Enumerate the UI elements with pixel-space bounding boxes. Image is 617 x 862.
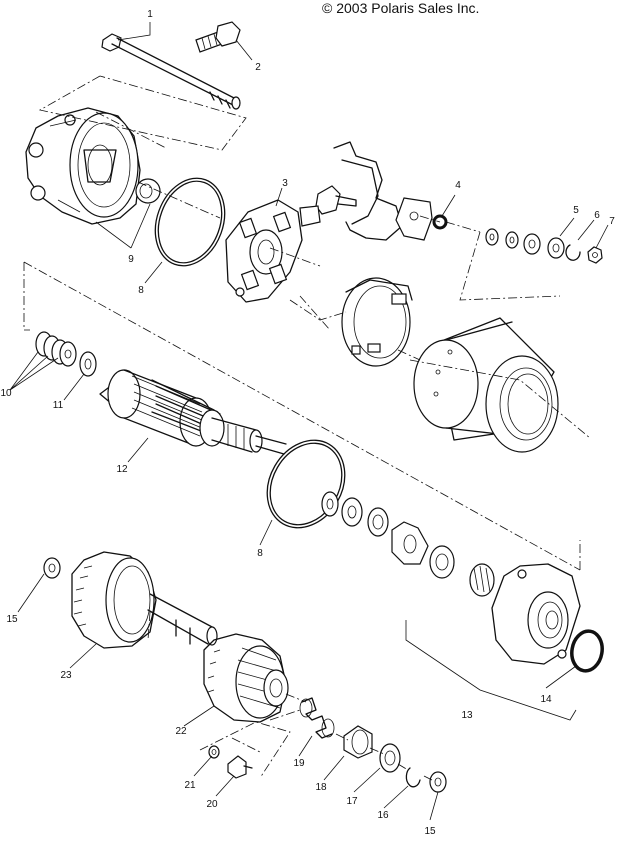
o-ring-14-part (570, 629, 604, 673)
o-ring-lower-part (266, 439, 346, 529)
callout-18: 18 (315, 782, 327, 793)
yoke-frame-part (413, 317, 559, 453)
callout-5: 5 (573, 205, 579, 216)
callout-1: 1 (147, 9, 153, 20)
leader-lines (9, 22, 609, 821)
drive-end-housing-part (491, 563, 581, 665)
brush-ring-part (341, 277, 413, 367)
pinion-clutch-part (203, 633, 289, 723)
callout-16: 16 (377, 810, 389, 821)
callout-10: 10 (0, 388, 12, 399)
callout-8-lower: 8 (257, 548, 263, 559)
callout-3: 3 (282, 178, 288, 189)
callout-9: 9 (128, 254, 134, 265)
callout-6: 6 (594, 210, 600, 221)
washer-nut-set-part (485, 228, 603, 264)
callout-8-upper: 8 (138, 285, 144, 296)
terminal-insulator-part (35, 331, 77, 367)
callout-13: 13 (461, 710, 473, 721)
washer-15-left-part (43, 557, 61, 579)
brush-holder-part (299, 141, 433, 241)
gear-shaft-part (71, 551, 218, 649)
brush-plate-part (225, 199, 303, 303)
short-bolt-part (195, 21, 241, 53)
stop-collar-part (379, 743, 401, 773)
callout-20: 20 (206, 799, 218, 810)
callout-14: 14 (540, 694, 552, 705)
callout-23: 23 (60, 670, 72, 681)
callout-11: 11 (53, 400, 64, 411)
spring-part (299, 697, 335, 739)
through-bolt-part (101, 33, 241, 110)
callout-2: 2 (255, 62, 261, 73)
washer-15-right-part (429, 771, 447, 793)
sleeve-part (343, 725, 373, 759)
front-housing-part (25, 107, 161, 225)
bearing-washer-stack-part (321, 491, 495, 597)
callout-17: 17 (346, 796, 358, 807)
o-ring-upper-part (154, 177, 226, 267)
centerlines (23, 75, 591, 781)
callout-7: 7 (609, 216, 615, 227)
washer-11-part (79, 351, 97, 377)
callout-4: 4 (455, 180, 461, 191)
armature-part (99, 369, 287, 455)
callout-22: 22 (175, 726, 187, 737)
callout-19: 19 (293, 758, 305, 769)
callout-numbers: 1 2 3 4 5 6 7 8 9 10 11 12 8 13 14 15 23… (0, 9, 615, 837)
pin-bolt-set-part (208, 745, 253, 779)
callout-15-left: 15 (6, 614, 18, 625)
snap-ring-part (405, 767, 421, 788)
callout-21: 21 (184, 780, 196, 791)
callout-15-right: 15 (424, 826, 436, 837)
copyright-notice: © 2003 Polaris Sales Inc. (322, 0, 480, 16)
callout-12: 12 (116, 464, 128, 475)
